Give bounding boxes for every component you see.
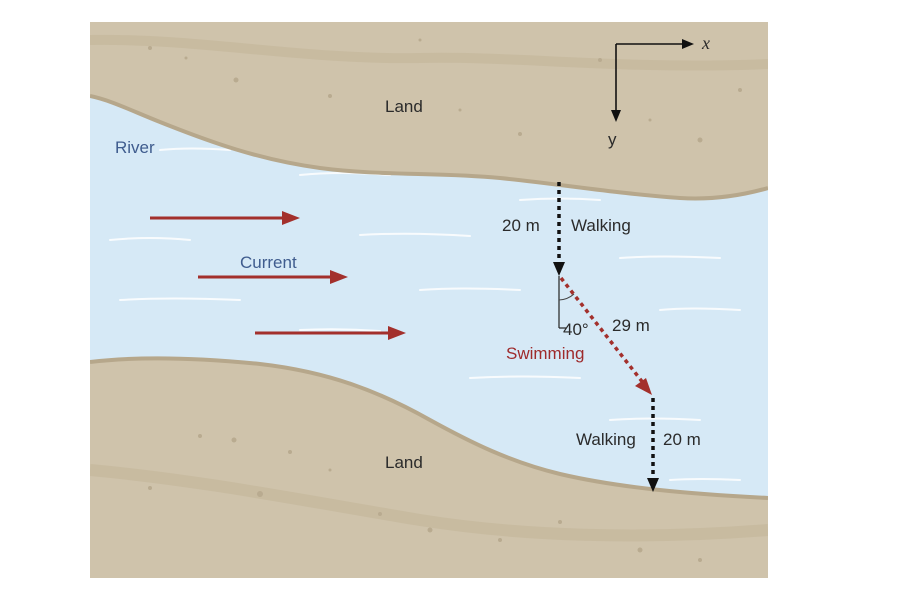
land-bottom-label: Land bbox=[385, 453, 423, 472]
axis-arrows-icon bbox=[611, 39, 694, 122]
walking-path-1 bbox=[553, 182, 565, 276]
axis-x-label: x bbox=[701, 33, 710, 53]
walking-path-2 bbox=[647, 398, 659, 492]
right-arrow-icon bbox=[198, 270, 348, 284]
land-bottom-texture bbox=[90, 464, 768, 542]
current-arrows bbox=[150, 211, 406, 340]
swim-label: Swimming bbox=[506, 344, 584, 363]
river-label: River bbox=[115, 138, 155, 157]
swimming-path bbox=[559, 276, 652, 395]
land-top-texture bbox=[90, 34, 768, 71]
swim-distance-label: 29 m bbox=[612, 316, 650, 335]
land-bottom-area bbox=[90, 358, 768, 578]
right-arrow-icon bbox=[150, 211, 300, 225]
land-top-shore bbox=[90, 94, 768, 201]
scene-background bbox=[90, 22, 768, 578]
walk2-label: Walking bbox=[576, 430, 636, 449]
walk1-label: Walking bbox=[571, 216, 631, 235]
right-arrow-icon bbox=[255, 326, 406, 340]
axis-y-label: y bbox=[608, 130, 617, 149]
angle-label: 40° bbox=[563, 320, 589, 339]
land-top-label: Land bbox=[385, 97, 423, 116]
current-label: Current bbox=[240, 253, 297, 272]
walk2-distance-label: 20 m bbox=[663, 430, 701, 449]
angle-indicator bbox=[558, 276, 575, 329]
land-bottom-shore bbox=[90, 356, 768, 500]
pebbles bbox=[148, 38, 742, 562]
walk1-distance-label: 20 m bbox=[502, 216, 540, 235]
